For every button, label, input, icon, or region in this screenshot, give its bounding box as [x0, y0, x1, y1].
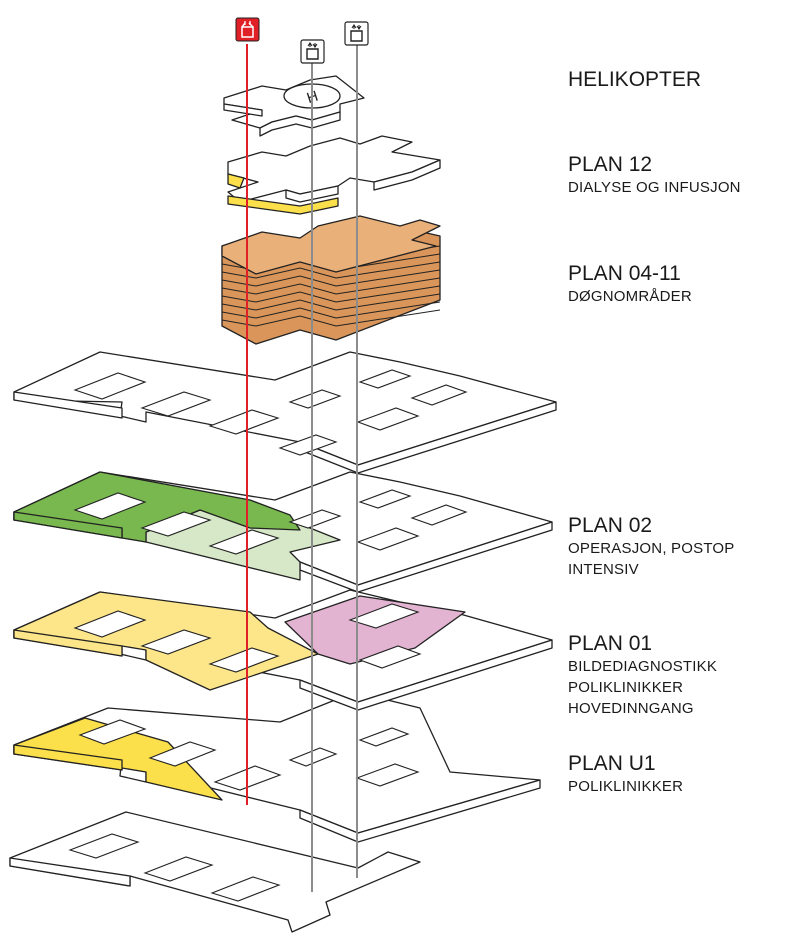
- label-plan01: PLAN 01 BILDEDIAGNOSTIKK POLIKLINIKKER H…: [568, 632, 717, 719]
- label-plan12-title: PLAN 12: [568, 153, 653, 176]
- elevator-icon-grey-1: [300, 39, 325, 64]
- elevator-icon-red: [235, 17, 260, 42]
- floor-plan-12: [227, 135, 441, 215]
- label-plan02-title: PLAN 02: [568, 514, 653, 537]
- elevator-shafts: [246, 44, 358, 892]
- label-plan02: PLAN 02 OPERASJON, POSTOP INTENSIV: [568, 514, 735, 580]
- label-plan12: PLAN 12 DIALYSE OG INFUSJON: [568, 153, 741, 198]
- label-plan01-line-3: HOVEDINNGANG: [568, 700, 694, 717]
- label-plan0411-title: PLAN 04-11: [568, 262, 681, 285]
- floor-plan-03: [13, 351, 557, 474]
- label-planu1-title: PLAN U1: [568, 752, 656, 775]
- label-plan01-title: PLAN 01: [568, 632, 653, 655]
- label-plan0411-line: DØGNOMRÅDER: [568, 288, 692, 305]
- helipad-deck: H: [223, 75, 365, 137]
- floor-basement: [9, 811, 421, 933]
- label-planu1-line: POLIKLINIKKER: [568, 778, 684, 795]
- elevator-icon-grey-2: [344, 21, 369, 46]
- label-plan02-line-2: INTENSIV: [568, 561, 639, 578]
- zone-dialyse-infusjon: [227, 173, 245, 189]
- label-plan02-line-1: OPERASJON, POSTOP: [568, 540, 735, 557]
- floor-plan-01: [13, 589, 553, 711]
- label-plan12-line: DIALYSE OG INFUSJON: [568, 179, 741, 196]
- floor-plan-u1: [13, 691, 541, 843]
- label-helikopter: HELIKOPTER: [568, 68, 701, 92]
- label-plan01-line-1: BILDEDIAGNOSTIKK: [568, 658, 718, 675]
- label-plan0411: PLAN 04-11 DØGNOMRÅDER: [568, 262, 692, 307]
- floor-plan-02: [13, 471, 553, 593]
- zone-poliklinikker-01: [284, 595, 466, 665]
- floor-plan-04-11: [221, 215, 441, 345]
- label-plan01-line-2: POLIKLINIKKER: [568, 679, 684, 696]
- label-planu1: PLAN U1 POLIKLINIKKER: [568, 752, 683, 797]
- label-helikopter-title: HELIKOPTER: [568, 68, 702, 91]
